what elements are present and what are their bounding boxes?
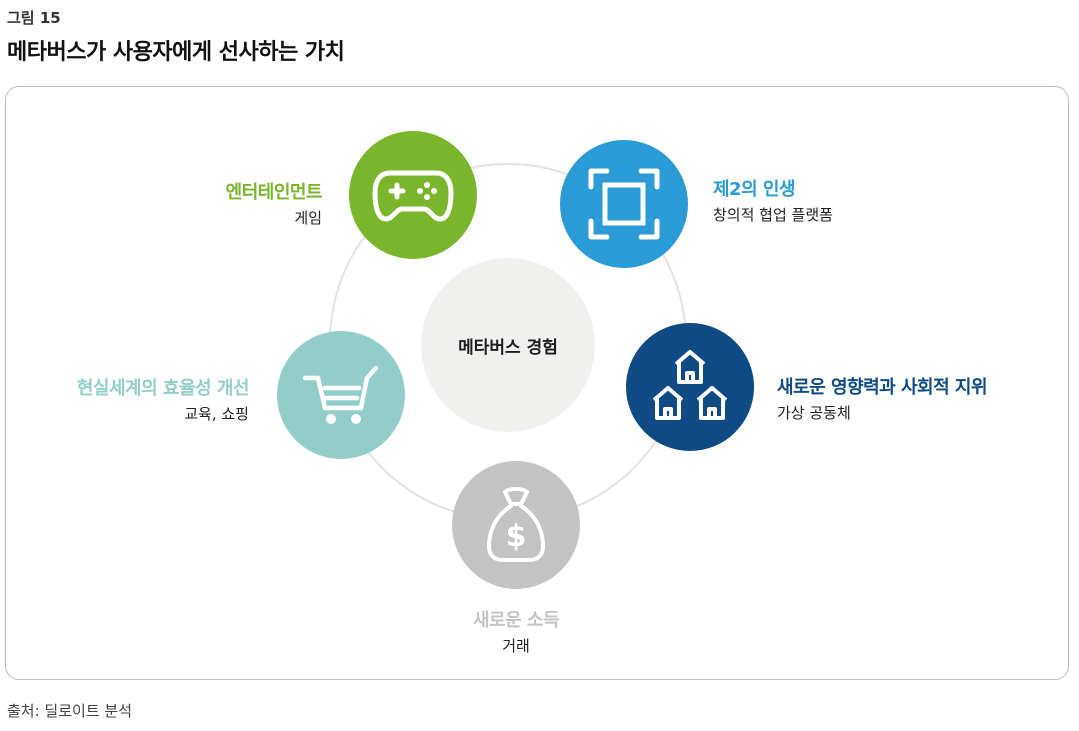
second-life-title: 제2의 인생: [713, 179, 796, 200]
entertainment-node: [349, 131, 477, 259]
income-sub: 거래: [502, 637, 530, 655]
efficiency-node: [277, 331, 405, 459]
income-title: 새로운 소득: [472, 610, 560, 631]
second-life-node: [560, 140, 688, 268]
entertainment-sub: 게임: [294, 209, 322, 227]
frame-icon: [588, 168, 660, 240]
efficiency-sub: 교육, 쇼핑: [184, 405, 249, 423]
income-label: 새로운 소득 거래: [416, 606, 616, 656]
second-life-sub: 창의적 협업 플랫폼: [713, 206, 833, 224]
source-note: 출처: 딜로이트 분석: [7, 702, 132, 720]
entertainment-title: 엔터테인먼트: [225, 182, 323, 203]
community-sub: 가상 공동체: [777, 404, 851, 422]
community-title: 새로운 영향력과 사회적 지위: [777, 377, 988, 398]
efficiency-title: 현실세계의 효율성 개선: [76, 378, 250, 399]
entertainment-label: 엔터테인먼트 게임: [225, 178, 323, 228]
gamepad-icon: [372, 170, 454, 222]
center-label: 메타버스 경험: [458, 337, 558, 358]
community-node: [626, 323, 754, 451]
income-node: $: [452, 461, 580, 589]
houses-icon: [652, 350, 728, 420]
diagram-frame: [5, 86, 1069, 680]
figure-title: 메타버스가 사용자에게 선사하는 가치: [7, 40, 345, 65]
figure-label: 그림 15: [7, 9, 61, 27]
money-bag-icon: $: [487, 487, 545, 562]
shopping-cart-icon: [302, 365, 379, 424]
efficiency-label: 현실세계의 효율성 개선 교육, 쇼핑: [76, 374, 250, 424]
svg-text:$: $: [506, 519, 527, 554]
center-circle: 메타버스 경험: [421, 258, 595, 432]
community-label: 새로운 영향력과 사회적 지위 가상 공동체: [777, 373, 988, 423]
second-life-label: 제2의 인생 창의적 협업 플랫폼: [713, 175, 833, 225]
